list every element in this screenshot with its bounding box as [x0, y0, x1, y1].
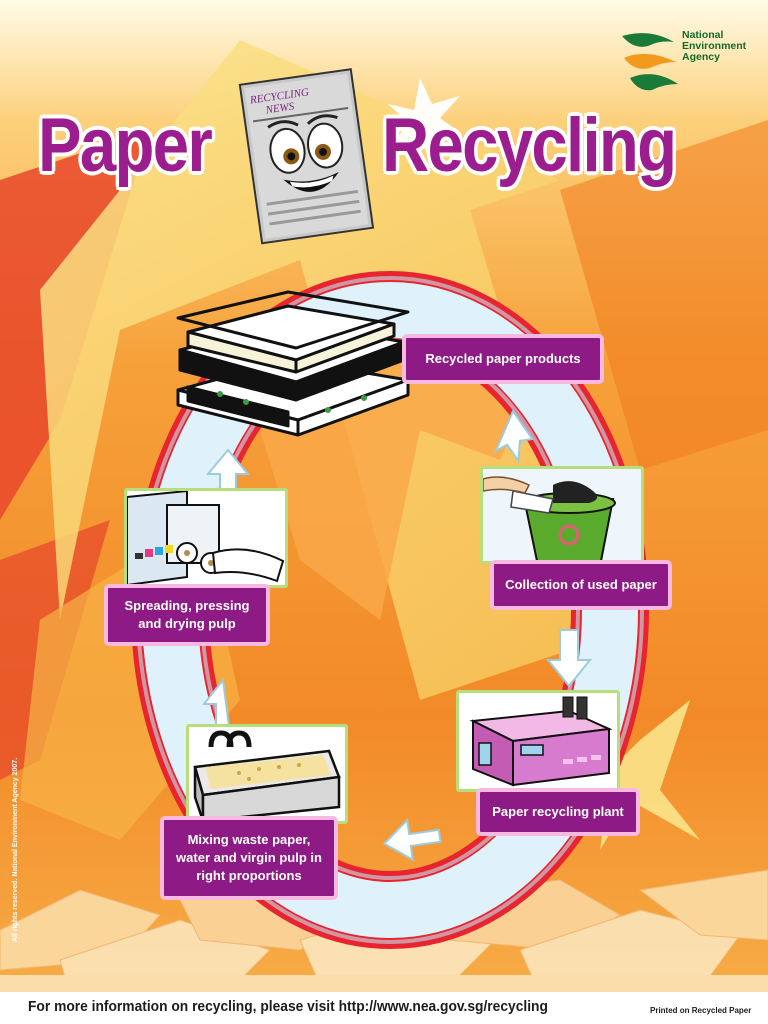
flow-arrow — [545, 629, 593, 688]
nea-line-3: Agency — [682, 51, 720, 63]
factory-icon — [459, 693, 617, 789]
flow-arrow — [382, 818, 442, 862]
nea-logo-text: National Environment Agency — [682, 30, 746, 63]
step-label-collection: Collection of used paper — [490, 560, 672, 610]
footer-printed-note: Printed on Recycled Paper — [650, 1006, 752, 1015]
newspaper-mascot-icon: RECYCLING NEWS — [238, 68, 375, 245]
step-image-plant — [456, 690, 620, 792]
nea-swirl-logo — [622, 33, 678, 91]
title-recycling: Recycling — [381, 103, 679, 188]
footer-info-text: For more information on recycling, pleas… — [28, 998, 548, 1015]
step-image-spreading — [124, 488, 288, 588]
step-label-mixing: Mixing waste paper, water and virgin pul… — [160, 816, 338, 900]
flow-arrow — [493, 409, 535, 464]
step-image-mixing — [186, 724, 348, 824]
title-paper: Paper — [37, 103, 214, 188]
newspaper-masthead-2: NEWS — [264, 100, 296, 116]
step-label-recycled-products: Recycled paper products — [402, 334, 604, 384]
step-image-collection — [480, 466, 644, 564]
copyright-notice: All rights reserved. National Environmen… — [12, 757, 19, 942]
recycling-bin-icon — [483, 469, 641, 561]
step-label-plant: Paper recycling plant — [476, 788, 640, 836]
nea-line-1: National — [682, 29, 724, 41]
pulp-vat-icon — [189, 727, 345, 821]
paper-stack-icon — [176, 290, 410, 437]
paper-machine-icon — [127, 491, 285, 585]
nea-line-2: Environment — [682, 40, 747, 52]
step-label-spreading: Spreading, pressing and drying pulp — [104, 584, 270, 646]
